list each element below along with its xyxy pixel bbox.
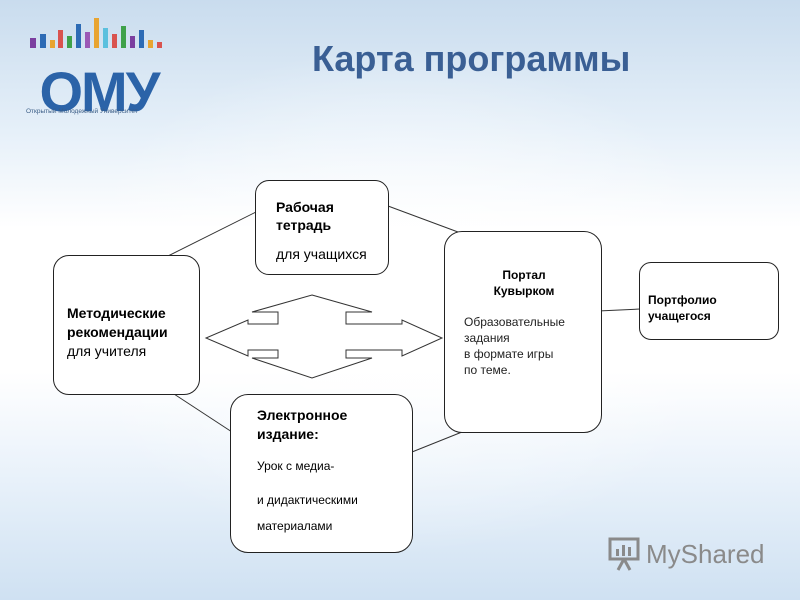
four-way-arrow <box>204 294 444 379</box>
myshared-watermark: MyShared <box>608 536 778 576</box>
logo-bars <box>30 18 162 48</box>
portal-title-line1: Портал <box>502 268 546 282</box>
workbook-title-line2: тетрадь <box>276 217 332 233</box>
portal-desc-line2: задания <box>464 331 510 345</box>
presentation-icon <box>608 537 640 571</box>
portal-desc-line4: по теме. <box>464 363 511 377</box>
workbook-subtitle: для учащихся <box>276 246 367 262</box>
edition-desc-line3: материалами <box>257 519 333 533</box>
portfolio-line2: учащегося <box>648 309 711 323</box>
edition-desc-line1: Урок с медиа- <box>257 459 335 473</box>
method-line1: Методические <box>67 305 166 321</box>
omu-logo: ОМУ Открытый Молодежный Университет <box>26 16 176 120</box>
workbook-title-line1: Рабочая <box>276 199 334 215</box>
method-line3: для учителя <box>67 343 147 359</box>
node-workbook: Рабочая тетрадь для учащихся <box>255 180 389 275</box>
edition-title-line2: издание: <box>257 426 319 442</box>
page-title: Карта программы <box>312 38 631 79</box>
edition-title-line1: Электронное <box>257 407 348 423</box>
portfolio-line1: Портфолио <box>648 293 717 307</box>
node-portfolio: Портфолио учащегося <box>639 262 779 340</box>
connector-portal-portfolio <box>597 308 641 312</box>
connector-edition-portal <box>411 431 463 453</box>
watermark-text: MyShared <box>646 539 765 569</box>
connector-method-edition <box>173 393 233 433</box>
connector-workbook-portal <box>387 205 459 233</box>
node-portal: Портал Кувырком Образовательные задания … <box>444 231 602 433</box>
node-electronic-edition: Электронное издание: Урок с медиа- и дид… <box>230 394 413 553</box>
logo-subtitle: Открытый Молодежный Университет <box>26 108 138 115</box>
logo-name: ОМУ <box>39 60 160 123</box>
node-method-recommendations: Методические рекомендации для учителя <box>53 255 200 395</box>
portal-desc-line3: в формате игры <box>464 347 554 361</box>
method-line2: рекомендации <box>67 324 168 340</box>
connector-method-workbook <box>167 211 257 257</box>
portal-desc-line1: Образовательные <box>464 315 565 329</box>
edition-desc-line2: и дидактическими <box>257 493 358 507</box>
portal-title-line2: Кувырком <box>493 284 555 298</box>
